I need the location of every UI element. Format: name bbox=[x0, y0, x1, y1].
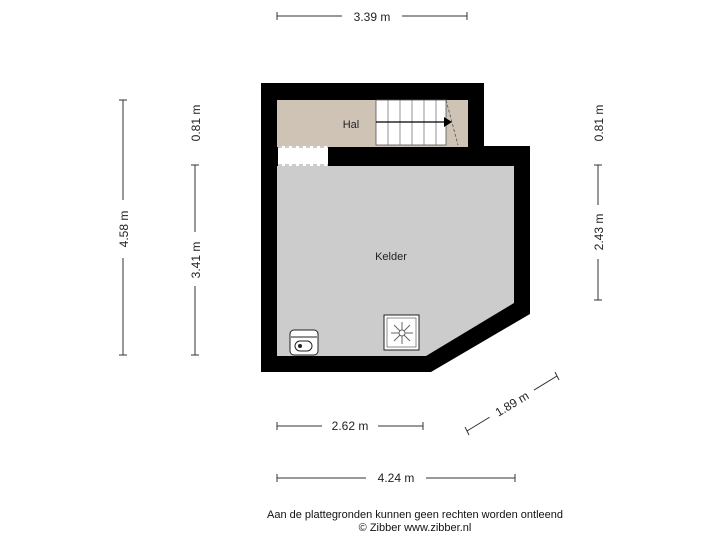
dimension-label-bottom-total: 4.24 m bbox=[378, 471, 415, 485]
dimension-label-bottom-inner: 2.62 m bbox=[332, 419, 369, 433]
dimension-bottom-inner: 2.62 m bbox=[276, 418, 424, 434]
dimension-label-left-upper: 0.81 m bbox=[189, 105, 203, 142]
building-outline bbox=[261, 83, 530, 372]
room-kelder-floor bbox=[277, 166, 514, 356]
dimension-bottom-total: 4.24 m bbox=[276, 470, 516, 486]
footer-copyright: © Zibber www.zibber.nl bbox=[359, 522, 472, 534]
doorway-opening bbox=[278, 146, 328, 166]
dimension-label-diagonal: 1.89 m bbox=[493, 389, 532, 420]
dimension-label-left-lower: 3.41 m bbox=[189, 242, 203, 279]
footer-disclaimer: Aan de plattegronden kunnen geen rechten… bbox=[267, 509, 563, 521]
dimension-left-total: 4.58 m bbox=[115, 99, 131, 356]
dimension-diagonal: 1.89 m bbox=[464, 371, 560, 436]
dimension-top-width: 3.39 m bbox=[276, 8, 468, 24]
meter-cabinet-icon bbox=[383, 314, 420, 351]
dimension-label-right-lower: 2.43 m bbox=[592, 214, 606, 251]
dimension-right-upper: 0.81 m bbox=[592, 105, 606, 142]
dimension-left-lower: 3.41 m bbox=[187, 164, 203, 356]
boiler-icon bbox=[289, 329, 319, 356]
dimension-label-top: 3.39 m bbox=[354, 10, 391, 24]
dimension-label-left-total: 4.58 m bbox=[117, 211, 131, 248]
dimension-left-upper: 0.81 m bbox=[189, 105, 203, 142]
room-label-kelder: Kelder bbox=[375, 251, 407, 263]
dimension-right-lower: 2.43 m bbox=[590, 164, 606, 301]
room-label-hal: Hal bbox=[343, 119, 360, 131]
dimension-label-right-upper: 0.81 m bbox=[592, 105, 606, 142]
stairs-icon bbox=[375, 99, 459, 146]
